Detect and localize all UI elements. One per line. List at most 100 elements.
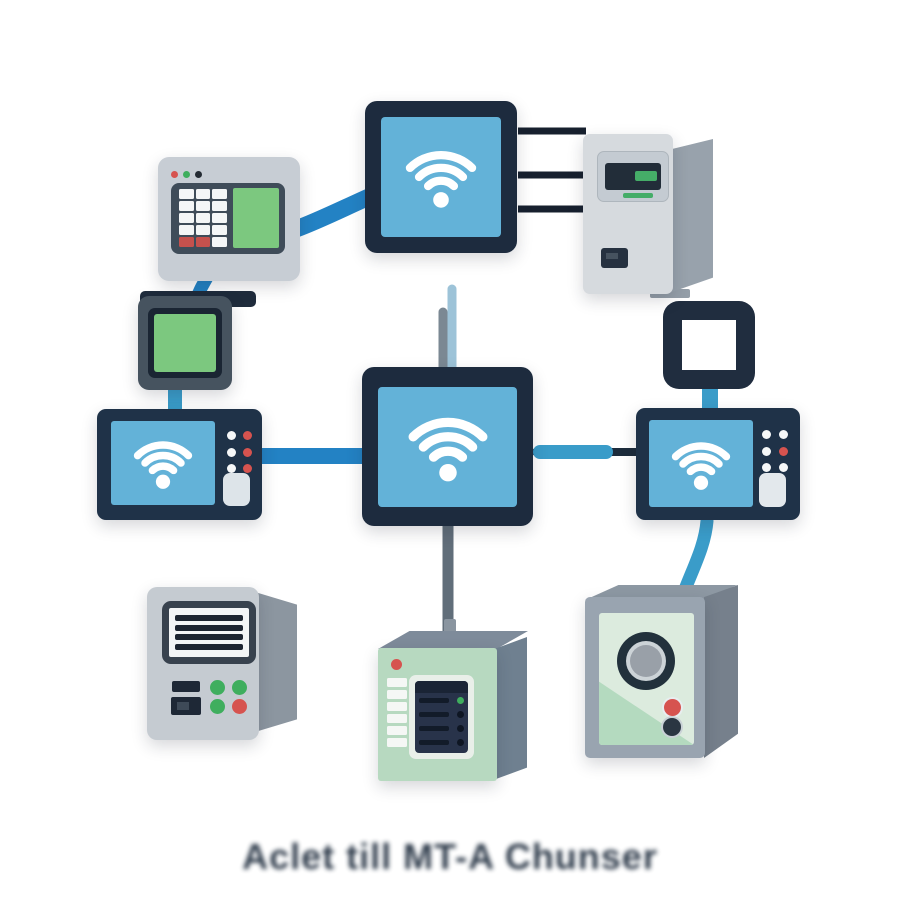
status-led <box>227 464 236 473</box>
status-led <box>243 448 252 457</box>
keypad <box>179 189 227 247</box>
rack-slot-inner <box>177 702 189 710</box>
status-led <box>232 699 247 714</box>
status-led <box>779 447 788 456</box>
status-led <box>762 447 771 456</box>
screen-row <box>419 739 464 746</box>
status-led <box>762 463 771 472</box>
speaker-dark-button <box>663 718 681 736</box>
control-button <box>387 690 407 699</box>
right-panel-screen <box>649 420 753 507</box>
speaker-ring <box>617 632 675 690</box>
keypad-key <box>212 213 227 223</box>
keypad-key <box>179 189 194 199</box>
panel-button <box>759 473 786 507</box>
keypad-key <box>195 201 211 211</box>
hub-screen <box>378 387 517 507</box>
frame-opening <box>663 301 755 389</box>
status-led <box>779 430 788 439</box>
control-button <box>387 726 407 735</box>
screen-dot <box>457 697 464 704</box>
control-panel-frame <box>409 675 474 759</box>
tower-display-bezel <box>597 151 669 202</box>
terminal-bezel <box>171 183 285 254</box>
control-front <box>378 648 497 781</box>
left-panel-screen <box>111 421 215 505</box>
frame-tab <box>650 289 690 298</box>
status-led <box>243 464 252 473</box>
tower-front <box>583 134 673 294</box>
indicator-led <box>195 171 202 178</box>
control-button <box>387 678 407 687</box>
keypad-key <box>212 225 227 235</box>
status-led <box>243 431 252 440</box>
right-wifi-panel <box>636 408 800 520</box>
tower-slot-inner <box>606 253 618 259</box>
screen-bar <box>419 712 449 717</box>
terminal-body <box>158 157 300 281</box>
mini-display-frame <box>148 308 222 378</box>
screen-dot <box>457 725 464 732</box>
keypad-key <box>179 225 194 235</box>
keypad-key <box>212 237 227 247</box>
control-button <box>387 702 407 711</box>
wifi-icon <box>408 417 487 482</box>
wifi-icon <box>405 151 477 208</box>
speaker-front <box>585 597 705 758</box>
keypad-key <box>195 213 211 223</box>
status-led <box>210 680 225 695</box>
speaker-side-face <box>704 585 738 758</box>
status-led <box>391 659 402 670</box>
gateway-screen <box>381 117 501 237</box>
speaker-top-face <box>585 585 737 600</box>
status-led <box>227 431 236 440</box>
vent-bar <box>175 643 243 650</box>
screen-row <box>419 725 464 732</box>
mini-display-screen <box>154 314 216 372</box>
status-led <box>762 430 771 439</box>
keypad-key <box>195 225 211 235</box>
rack-slot <box>172 681 200 692</box>
screen-bar <box>419 740 449 745</box>
wifi-icon <box>133 441 193 489</box>
vent-bar <box>175 624 243 631</box>
vent-bar <box>175 634 243 641</box>
control-buttons <box>387 678 407 747</box>
speaker-cone <box>630 645 662 677</box>
vent-bar <box>175 615 243 622</box>
tower-green-line <box>623 193 653 198</box>
keypad-key <box>195 189 211 199</box>
control-side-face <box>496 637 527 779</box>
screen-dot <box>457 739 464 746</box>
screen-bar <box>419 726 449 731</box>
control-stub <box>444 619 456 634</box>
tower-side <box>669 139 713 293</box>
left-wifi-panel <box>97 409 262 520</box>
control-top-face <box>378 631 528 649</box>
speaker-ring-light <box>626 641 666 681</box>
screen-dot <box>457 711 464 718</box>
speaker-red-button <box>664 699 681 716</box>
tower-display <box>605 163 661 190</box>
indicator-led <box>171 171 178 178</box>
rack-vent <box>162 601 256 664</box>
rack-slot <box>171 697 201 715</box>
speaker-panel <box>599 613 694 745</box>
keypad-key <box>179 213 194 223</box>
status-led <box>232 680 247 695</box>
control-panel-screen <box>415 681 468 753</box>
edge-terminal-gateway <box>287 187 380 238</box>
rack-side <box>255 592 297 732</box>
keypad-key <box>212 189 227 199</box>
keypad-key <box>179 237 194 247</box>
central-wifi-hub <box>362 367 533 526</box>
status-led <box>779 463 788 472</box>
screen-bar <box>419 698 449 703</box>
terminal-green-screen <box>233 188 279 248</box>
control-button <box>387 714 407 723</box>
control-button <box>387 738 407 747</box>
screen-row <box>419 697 464 704</box>
status-led <box>210 699 225 714</box>
caption-text: Aclet till MT-A Chunser <box>242 836 658 877</box>
